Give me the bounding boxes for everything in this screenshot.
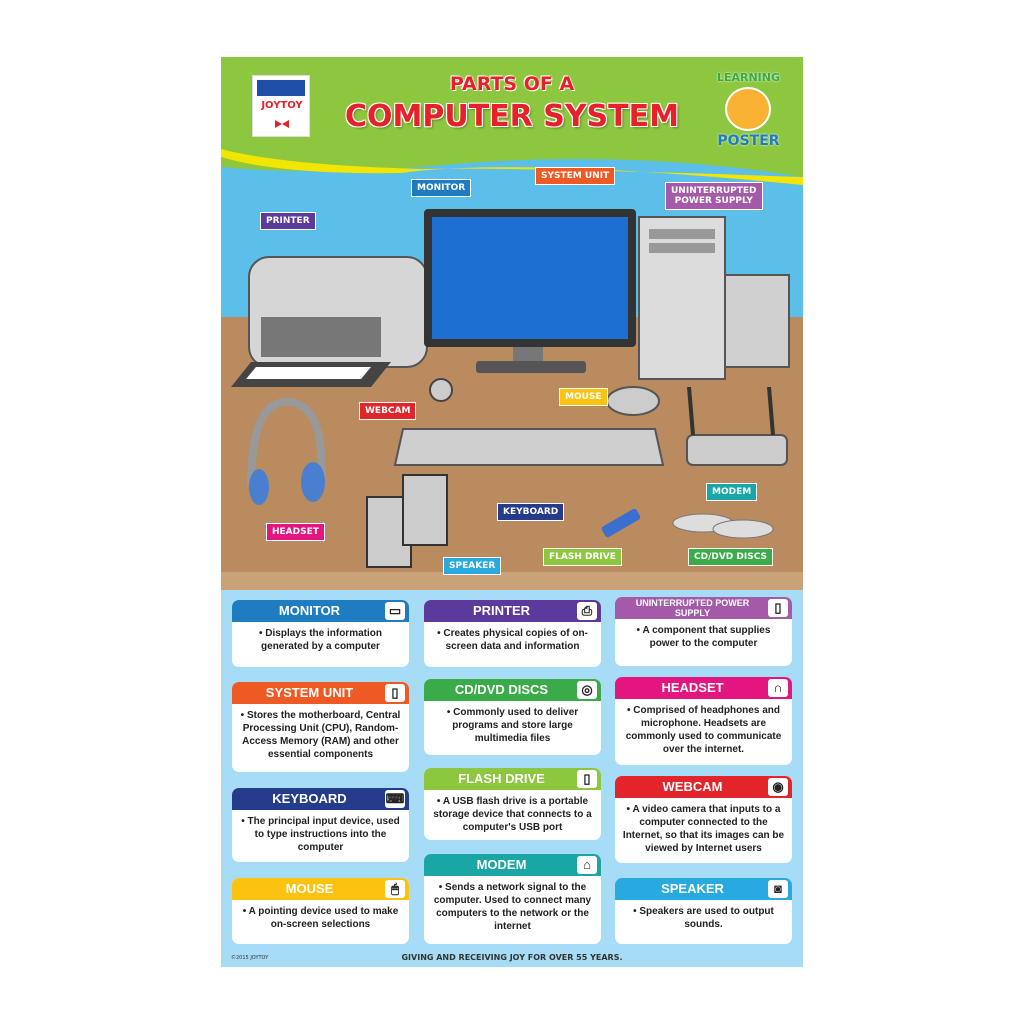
poster: JOYTOY PARTS OF A COMPUTER SYSTEM LEARNI… [221, 57, 803, 967]
monitor-illustration [424, 209, 636, 373]
card-description: • Sends a network signal to the computer… [433, 882, 592, 932]
card-title: WEBCAM◉ [615, 776, 792, 798]
card-title: FLASH DRIVE▯ [424, 768, 601, 790]
label-ups: UNINTERRUPTED POWER SUPPLY [665, 182, 763, 210]
card-title: HEADSET∩ [615, 677, 792, 699]
card-title: SYSTEM UNIT▯ [232, 682, 409, 704]
card-description: • Creates physical copies of on-screen d… [437, 628, 588, 652]
card-description: • Speakers are used to output sounds. [633, 906, 774, 930]
card-monitor: MONITOR▭ • Displays the information gener… [232, 600, 409, 667]
card-modem: MODEM⌂ • Sends a network signal to the co… [424, 854, 601, 944]
cd-dvd-illustration [672, 513, 774, 539]
card-description: • The principal input device, used to ty… [241, 816, 400, 853]
ups-illustration [724, 274, 790, 368]
card-title: CD/DVD DISCS◎ [424, 679, 601, 701]
mouse-icon: 🖱 [385, 880, 405, 898]
card-description: • Commonly used to deliver programs and … [446, 707, 579, 744]
webcam-illustration [429, 378, 453, 402]
label-webcam: WEBCAM [359, 402, 417, 420]
card-description: • Comprised of headphones and microphone… [625, 705, 782, 755]
card-headset: HEADSET∩ • Comprised of headphones and mi… [615, 677, 792, 765]
card-title: PRINTER⎙ [424, 600, 601, 622]
label-system-unit: SYSTEM UNIT [535, 167, 616, 185]
headset-icon: ∩ [768, 679, 788, 697]
speaker-illustration [366, 474, 448, 568]
label-monitor: MONITOR [411, 179, 472, 197]
ups-icon: ▯ [768, 599, 788, 617]
flash-drive-icon: ▯ [577, 770, 597, 788]
card-mouse: MOUSE🖱 • A pointing device used to make o… [232, 878, 409, 944]
label-cd-dvd: CD/DVD DISCS [688, 548, 773, 566]
card-description: • A video camera that inputs to a comput… [622, 804, 785, 854]
card-title: MONITOR▭ [232, 600, 409, 622]
card-title: MODEM⌂ [424, 854, 601, 876]
card-title: MOUSE🖱 [232, 878, 409, 900]
label-flash-drive: FLASH DRIVE [543, 548, 622, 566]
keyboard-icon: ⌨ [385, 790, 405, 808]
card-description: • A USB flash drive is a portable storag… [433, 796, 592, 833]
modem-illustration [686, 386, 788, 466]
copyright: ©2015 JOYTOY [231, 955, 269, 961]
footer-tagline: GIVING AND RECEIVING JOY FOR OVER 55 YEA… [401, 953, 623, 962]
card-description: • Displays the information generated by … [259, 628, 382, 652]
webcam-icon: ◉ [768, 778, 788, 796]
card-ups: UNINTERRUPTED POWER SUPPLY▯ • A component… [615, 597, 792, 666]
disc-icon: ◎ [577, 681, 597, 699]
card-flash-drive: FLASH DRIVE▯ • A USB flash drive is a por… [424, 768, 601, 840]
card-webcam: WEBCAM◉ • A video camera that inputs to a… [615, 776, 792, 863]
system-unit-icon: ▯ [385, 684, 405, 702]
joytoy-logo: JOYTOY [252, 75, 310, 137]
keyboard-illustration [393, 428, 665, 466]
label-mouse: MOUSE [559, 388, 608, 406]
card-title: UNINTERRUPTED POWER SUPPLY▯ [615, 597, 792, 619]
speaker-icon: ◙ [768, 880, 788, 898]
card-printer: PRINTER⎙ • Creates physical copies of on-… [424, 600, 601, 667]
card-description: • A pointing device used to make on-scre… [242, 906, 399, 930]
title-line-2: COMPUTER SYSTEM [345, 99, 679, 134]
card-system-unit: SYSTEM UNIT▯ • Stores the motherboard, Ce… [232, 682, 409, 772]
card-speaker: SPEAKER◙ • Speakers are used to output so… [615, 878, 792, 944]
label-printer: PRINTER [260, 212, 316, 230]
card-keyboard: KEYBOARD⌨ • The principal input device, u… [232, 788, 409, 862]
label-headset: HEADSET [266, 523, 325, 541]
printer-illustration [231, 256, 428, 387]
card-description: • A component that supplies power to the… [636, 625, 771, 649]
label-speaker: SPEAKER [443, 557, 502, 575]
system-unit-illustration [638, 216, 726, 380]
headset-illustration [247, 397, 326, 505]
monitor-icon: ▭ [385, 602, 405, 620]
label-keyboard: KEYBOARD [497, 503, 565, 521]
router-icon: ⌂ [577, 856, 597, 874]
flash-drive-illustration [601, 508, 641, 538]
computer-scene-illustration [221, 57, 803, 590]
mouse-illustration [606, 386, 660, 416]
printer-icon: ⎙ [577, 602, 597, 620]
card-cd-dvd: CD/DVD DISCS◎ • Commonly used to deliver … [424, 679, 601, 755]
card-title: KEYBOARD⌨ [232, 788, 409, 810]
card-title: SPEAKER◙ [615, 878, 792, 900]
title-line-1: PARTS OF A [449, 73, 575, 95]
card-description: • Stores the motherboard, Central Proces… [240, 710, 401, 760]
label-modem: MODEM [706, 483, 758, 501]
